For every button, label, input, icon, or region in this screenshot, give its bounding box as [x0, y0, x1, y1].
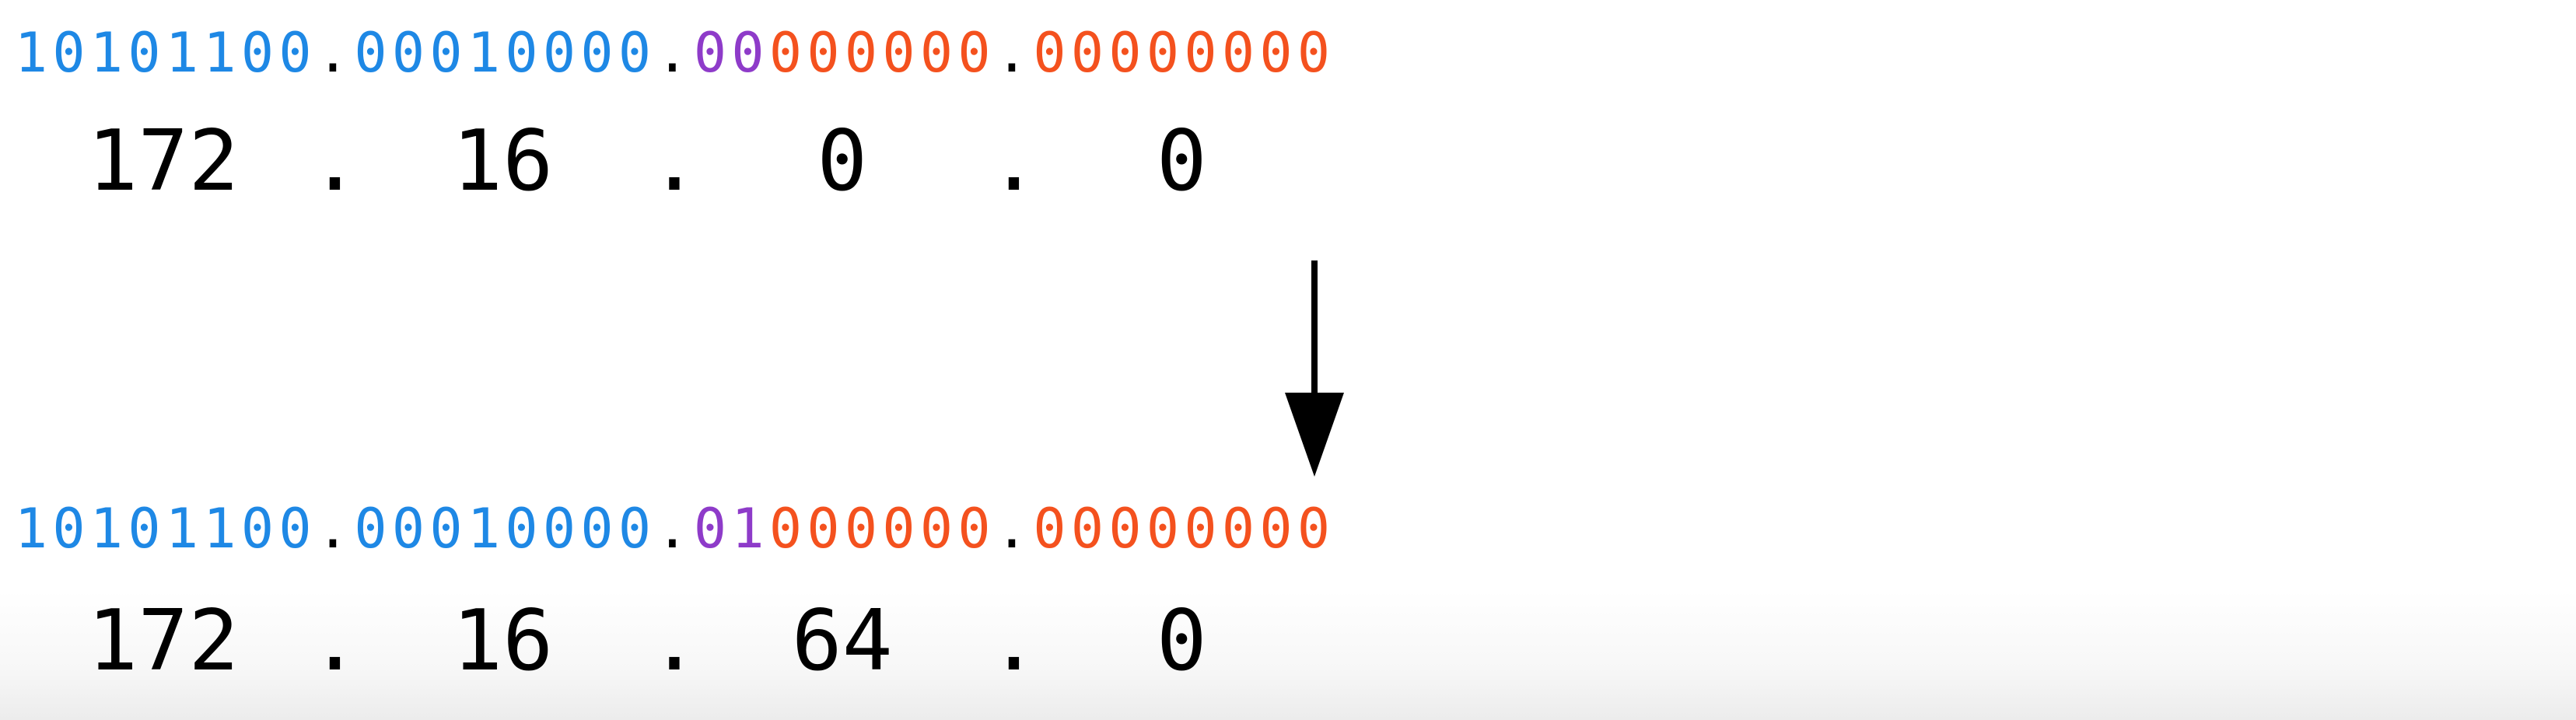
bit-host: 0 — [1146, 21, 1180, 85]
bit-network: 0 — [128, 497, 161, 561]
bit-network: 1 — [89, 21, 124, 85]
octet-decimal-value: 172 — [87, 113, 240, 210]
decimal-separator-dot: . — [310, 113, 361, 210]
bit-network: 0 — [542, 497, 576, 561]
bit-network: 1 — [467, 21, 501, 85]
arrow-shaft — [1311, 260, 1318, 400]
bit-host: 0 — [1259, 21, 1293, 85]
bit-host: 0 — [1070, 21, 1104, 85]
bit-host: 0 — [919, 497, 954, 561]
bit-network: 1 — [203, 21, 236, 85]
arrow-head — [1285, 393, 1344, 477]
bit-network: 0 — [391, 497, 425, 561]
octet-decimal-value: 64 — [791, 592, 893, 690]
bit-host: 0 — [807, 497, 840, 561]
bit-host: 0 — [1033, 21, 1066, 85]
bit-network: 0 — [580, 21, 614, 85]
bit-host: 0 — [1297, 21, 1331, 85]
bit-network: 0 — [278, 497, 312, 561]
bit-host: 0 — [1184, 497, 1217, 561]
decimal-separator-dot: . — [989, 592, 1040, 690]
bit-network: 0 — [542, 21, 576, 85]
bit-host: 0 — [807, 21, 840, 85]
bit-subnet: 0 — [693, 21, 727, 85]
bit-host: 0 — [1070, 497, 1104, 561]
binary-separator-dot: . — [995, 21, 1029, 85]
bit-network: 1 — [165, 21, 199, 85]
binary-separator-dot: . — [316, 21, 350, 85]
binary-separator-dot: . — [316, 497, 350, 561]
bit-network: 0 — [354, 497, 387, 561]
bit-host: 0 — [1259, 497, 1293, 561]
bit-host: 0 — [1221, 497, 1255, 561]
bit-host: 0 — [957, 21, 991, 85]
bit-host: 0 — [1146, 497, 1180, 561]
bit-host: 0 — [1297, 497, 1331, 561]
bit-network: 0 — [391, 21, 425, 85]
bit-network: 1 — [14, 497, 48, 561]
down-arrow-icon — [1285, 260, 1344, 477]
binary-separator-dot: . — [656, 21, 689, 85]
bit-network: 1 — [203, 497, 236, 561]
bit-network: 1 — [467, 497, 501, 561]
bit-subnet: 0 — [693, 497, 727, 561]
bit-host: 0 — [1221, 21, 1255, 85]
bit-network: 1 — [89, 497, 124, 561]
modified-decimal-address: 172. 16. 64. 0 — [0, 591, 2576, 692]
bit-network: 0 — [52, 497, 86, 561]
bit-network: 0 — [278, 21, 312, 85]
octet-decimal-value: 172 — [87, 592, 240, 690]
bit-network: 0 — [240, 21, 275, 85]
bit-host: 0 — [1184, 21, 1217, 85]
bit-host: 0 — [1033, 497, 1066, 561]
bit-network: 0 — [429, 497, 463, 561]
bit-host: 0 — [1108, 21, 1142, 85]
bit-network: 0 — [618, 21, 652, 85]
bit-host: 0 — [844, 497, 878, 561]
bit-network: 0 — [52, 21, 86, 85]
octet-decimal-value: 16 — [452, 592, 554, 690]
bit-host: 0 — [957, 497, 991, 561]
bit-network: 0 — [618, 497, 652, 561]
bit-network: 0 — [240, 497, 275, 561]
bit-network: 0 — [429, 21, 463, 85]
bit-network: 0 — [128, 21, 161, 85]
decimal-separator-dot: . — [310, 592, 361, 690]
original-decimal-address: 172. 16. 0. 0 — [0, 111, 2576, 212]
decimal-separator-dot: . — [649, 592, 700, 690]
decimal-separator-dot: . — [989, 113, 1040, 210]
bit-subnet: 0 — [731, 21, 765, 85]
binary-separator-dot: . — [995, 497, 1029, 561]
bit-host: 0 — [882, 21, 915, 85]
bit-network: 1 — [165, 497, 199, 561]
octet-decimal-value: 0 — [817, 113, 868, 210]
bit-network: 0 — [580, 497, 614, 561]
bit-network: 0 — [354, 21, 387, 85]
bit-host: 0 — [882, 497, 915, 561]
octet-decimal-value: 0 — [1156, 113, 1207, 210]
binary-separator-dot: . — [656, 497, 689, 561]
octet-decimal-value: 16 — [452, 113, 554, 210]
bit-host: 0 — [768, 497, 803, 561]
bit-subnet: 1 — [731, 497, 765, 561]
bit-network: 0 — [505, 21, 538, 85]
decimal-separator-dot: . — [649, 113, 700, 210]
octet-decimal-value: 0 — [1156, 592, 1207, 690]
bit-network: 1 — [14, 21, 48, 85]
bit-host: 0 — [1108, 497, 1142, 561]
bit-host: 0 — [844, 21, 878, 85]
bit-network: 0 — [505, 497, 538, 561]
bit-host: 0 — [919, 21, 954, 85]
bit-host: 0 — [768, 21, 803, 85]
